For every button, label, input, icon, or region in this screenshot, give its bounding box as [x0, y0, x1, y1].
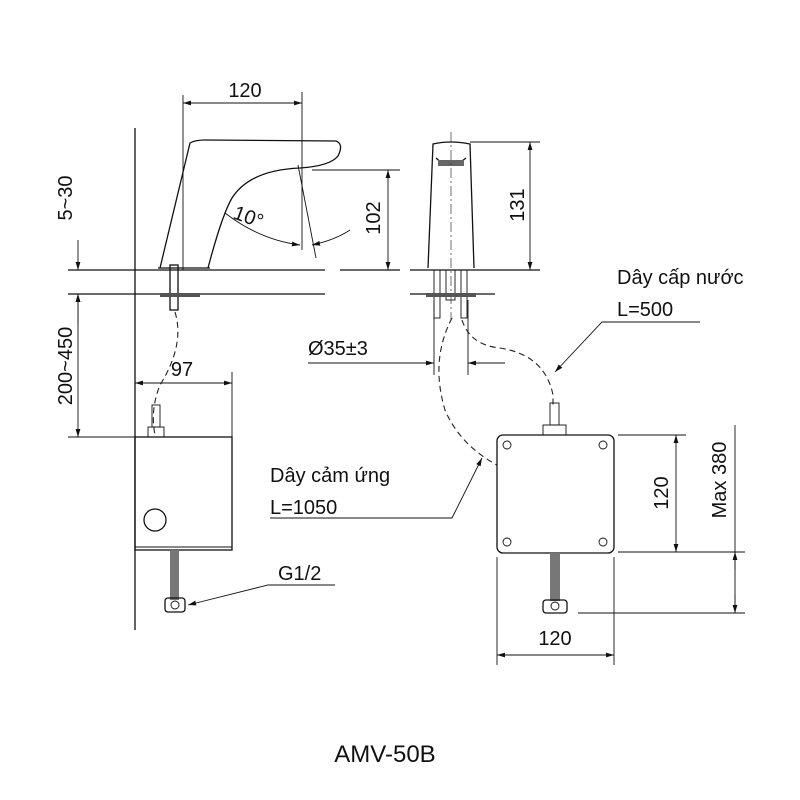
total-height-label: 131: [507, 188, 529, 221]
spout-height-label: 102: [363, 201, 385, 234]
faucet-side-view: [152, 139, 342, 436]
max-length-dimension: Max 380: [578, 425, 745, 614]
supply-hose-length: L=500: [617, 299, 673, 321]
faucet-front-view: [426, 132, 554, 466]
hole-diameter-label: Ø35±3: [308, 338, 368, 360]
box-width-label: 120: [538, 628, 571, 650]
total-height-dimension: 131: [470, 141, 540, 270]
spout-reach-label: 120: [228, 80, 261, 102]
control-box-side-view: [134, 404, 233, 613]
deck-thickness-label: 5~30: [55, 175, 77, 220]
spout-reach-dimension: 120: [182, 80, 303, 270]
spout-angle-dimension: 10°: [224, 164, 351, 259]
thread-callout: G1/2: [187, 563, 335, 606]
thread-label: G1/2: [278, 563, 321, 585]
spout-height-dimension: 102: [312, 169, 400, 270]
box-offset-dimension: 97: [135, 359, 233, 437]
supply-hose-label: Dây cấp nước: [617, 267, 744, 289]
mounting-surface: [68, 128, 540, 630]
sensor-cable-length: L=1050: [270, 497, 337, 519]
deck-thickness-dimension: 5~30: [55, 175, 81, 324]
spout-angle-label: 10°: [230, 202, 266, 233]
box-offset-label: 97: [171, 359, 193, 381]
control-box-front-view: [496, 402, 615, 614]
sensor-cable-label: Dây cảm ứng: [270, 465, 390, 487]
box-height-label: 120: [651, 476, 673, 509]
sensor-cable-callout: Dây cảm ứng L=1050: [270, 457, 483, 519]
hole-diameter-dimension: Ø35±3: [308, 300, 505, 375]
supply-hose-callout: Dây cấp nước L=500: [554, 267, 744, 373]
box-depth-label: 200~450: [55, 327, 77, 405]
box-height-dimension: 120: [618, 434, 745, 553]
box-width-dimension: 120: [496, 557, 615, 665]
max-length-label: Max 380: [709, 442, 731, 519]
model-name: AMV-50B: [334, 741, 435, 768]
box-depth-dimension: 200~450: [55, 294, 81, 437]
